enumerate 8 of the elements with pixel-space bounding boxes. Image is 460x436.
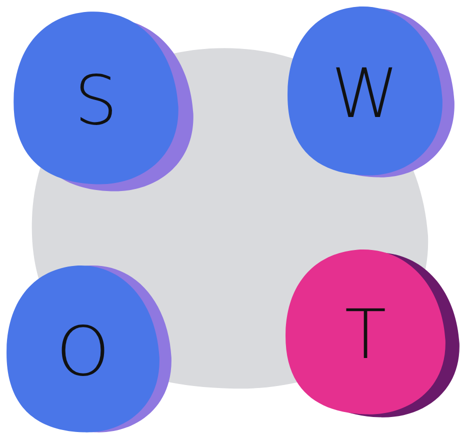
blob-shape	[5, 264, 173, 434]
blob-shape	[284, 248, 460, 419]
blob-shape	[12, 10, 195, 193]
swot-letter: O	[56, 319, 110, 387]
blob-shape	[286, 5, 456, 179]
swot-letter: W	[331, 61, 399, 129]
swot-letter: T	[344, 302, 386, 370]
swot-letter: S	[74, 68, 118, 136]
